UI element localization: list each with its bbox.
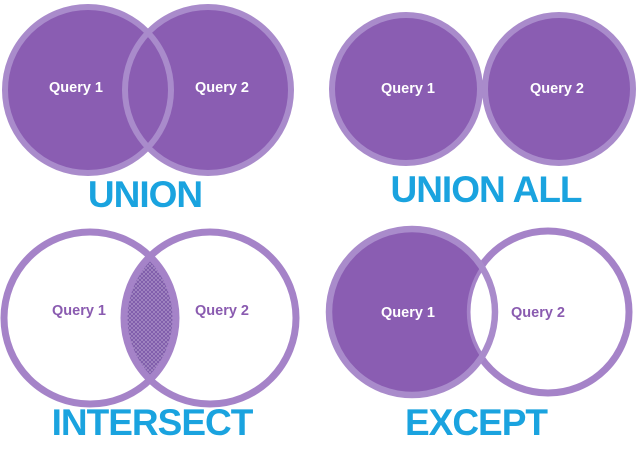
- union-all-right-circle: [485, 15, 633, 163]
- intersect-query2-label: Query 2: [195, 303, 249, 319]
- union-all-right-circle-outline: [482, 12, 636, 166]
- union-right-circle: [125, 7, 291, 173]
- union-query1-label: Query 1: [49, 80, 103, 96]
- intersect-left-circle-outline: [0, 228, 180, 408]
- panel-intersect: Query 1 Query 2 INTERSECT: [0, 228, 300, 443]
- union-right-circle-outline: [122, 4, 294, 176]
- except-title: EXCEPT: [405, 402, 548, 443]
- intersect-right-circle-outline: [120, 228, 300, 408]
- except-query2-label: Query 2: [511, 305, 565, 321]
- union-all-title: UNION ALL: [390, 169, 581, 210]
- panel-except: Query 1 Query 2 EXCEPT: [325, 225, 633, 443]
- union-left-circle: [5, 7, 171, 173]
- intersect-query1-label: Query 1: [52, 303, 106, 319]
- except-right-circle: [467, 231, 629, 393]
- union-query2-label: Query 2: [195, 80, 249, 96]
- panel-union: Query 1 Query 2 UNION: [2, 4, 294, 215]
- union-all-left-circle: [332, 15, 480, 163]
- intersect-title: INTERSECT: [52, 402, 254, 443]
- union-title: UNION: [88, 174, 202, 215]
- union-left-circle-outline: [2, 4, 174, 176]
- panel-union-all: Query 1 Query 2 UNION ALL: [329, 12, 636, 210]
- intersect-shaded-region: [124, 256, 176, 380]
- union-all-left-circle-outline: [329, 12, 483, 166]
- except-query1-label: Query 1: [381, 305, 435, 321]
- union-all-query2-label: Query 2: [530, 81, 584, 97]
- except-left-circle-outline: [325, 225, 499, 399]
- union-all-query1-label: Query 1: [381, 81, 435, 97]
- except-shaded-region: [328, 229, 481, 395]
- except-right-circle-outline: [463, 227, 633, 397]
